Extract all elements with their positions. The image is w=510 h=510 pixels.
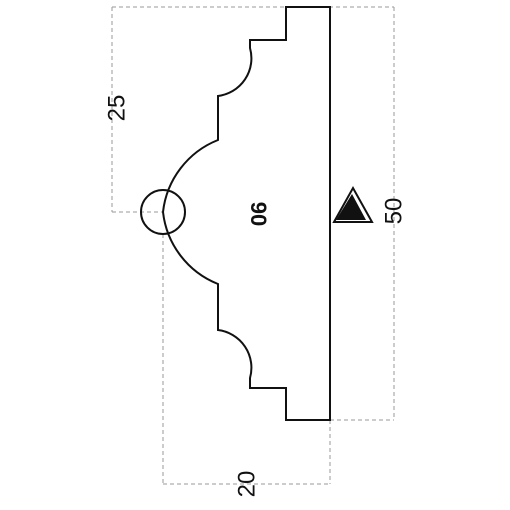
dimension-top-offset-label: 25 xyxy=(103,95,130,122)
profile-center-value: 90 xyxy=(246,202,271,226)
dimension-overall-height-label: 50 xyxy=(380,198,407,225)
dimension-depth-label: 20 xyxy=(233,471,260,498)
triangle-marker-icon xyxy=(336,194,366,220)
profile-outline xyxy=(161,6,331,421)
circle-marker-icon xyxy=(140,189,186,235)
triangle-marker-outline xyxy=(332,185,374,223)
